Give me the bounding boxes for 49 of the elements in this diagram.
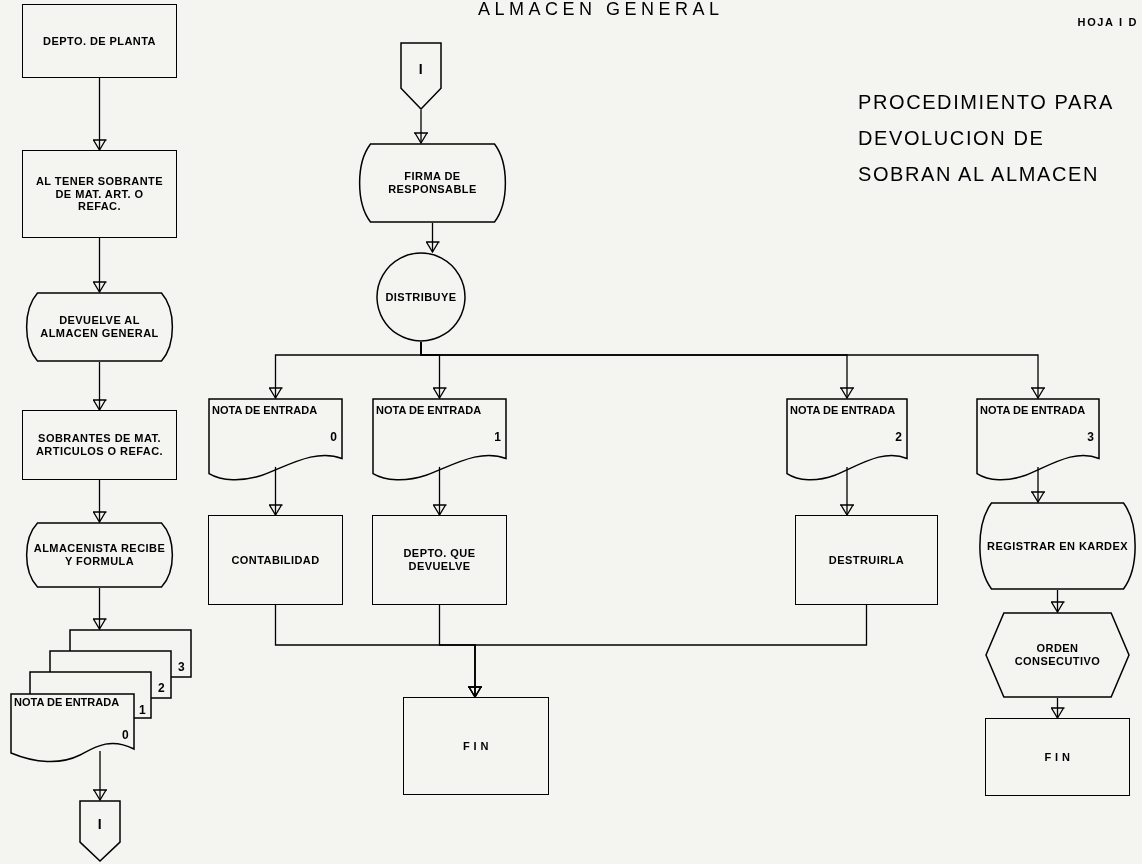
process-box: [22, 410, 177, 480]
copy-number: 3: [178, 661, 185, 673]
node-text: NOTA DE ENTRADA: [790, 403, 896, 418]
node-text: REGISTRAR EN KARDEX: [987, 539, 1128, 553]
off-page-connector: [79, 800, 121, 862]
copy-number: 1: [494, 429, 501, 446]
document-shape: [372, 398, 507, 482]
process-box: [403, 697, 549, 795]
preparation-hexagon: [985, 612, 1130, 698]
node-text: DISTRIBUYE: [385, 290, 457, 304]
process-box: [208, 515, 343, 605]
document-shape: [976, 398, 1100, 482]
copy-number: 2: [158, 682, 165, 694]
node-text: AL TENER SOBRANTE DE MAT. ART. O REFAC.: [34, 175, 165, 213]
process-box: [372, 515, 507, 605]
copy-number: 0: [122, 729, 129, 741]
connector-circle: [376, 252, 466, 342]
document-stack: [10, 629, 192, 763]
document-shape: [786, 398, 908, 482]
node-text: DEPTO. QUE DEVUELVE: [402, 547, 477, 573]
process-box: [22, 150, 177, 238]
procedure-heading: PROCEDIMIENTO PARA DEVOLUCION DE SOBRAN AL ALMACEN: [858, 90, 1114, 187]
copy-number: 3: [1087, 429, 1094, 446]
copy-number: 1: [139, 704, 146, 716]
node-text: SOBRANTES DE MAT. ARTICULOS O REFAC.: [34, 432, 165, 458]
node-text: NOTA DE ENTRADA: [14, 697, 120, 708]
off-page-connector: [400, 42, 442, 110]
copy-number: 2: [895, 429, 902, 446]
node-text: I: [418, 60, 424, 79]
node-text: F I N: [462, 739, 489, 753]
sheet-number: HOJA I D: [1077, 15, 1138, 30]
document-shape: [208, 398, 343, 482]
node-text: FIRMA DE RESPONSABLE: [387, 170, 478, 196]
process-box: [985, 718, 1130, 796]
copy-number: 0: [330, 429, 337, 446]
node-text: NOTA DE ENTRADA: [980, 403, 1086, 418]
node-text: ORDEN CONSECUTIVO: [1013, 642, 1102, 668]
node-text: ALMACENISTA RECIBE Y FORMULA: [32, 542, 167, 568]
node-text: DEPTO. DE PLANTA: [43, 34, 156, 48]
process-box: [795, 515, 938, 605]
node-text: NOTA DE ENTRADA: [376, 403, 482, 418]
node-text: I: [97, 815, 103, 834]
node-text: DESTRUIRLA: [828, 553, 905, 567]
node-text: NOTA DE ENTRADA: [212, 403, 318, 418]
node-text: CONTABILIDAD: [231, 553, 320, 567]
diagram-title: ALMACEN GENERAL: [478, 0, 724, 18]
process-box: [22, 4, 177, 78]
node-text: DEVUELVE AL ALMACEN GENERAL: [39, 314, 160, 340]
node-text: F I N: [1044, 750, 1071, 764]
